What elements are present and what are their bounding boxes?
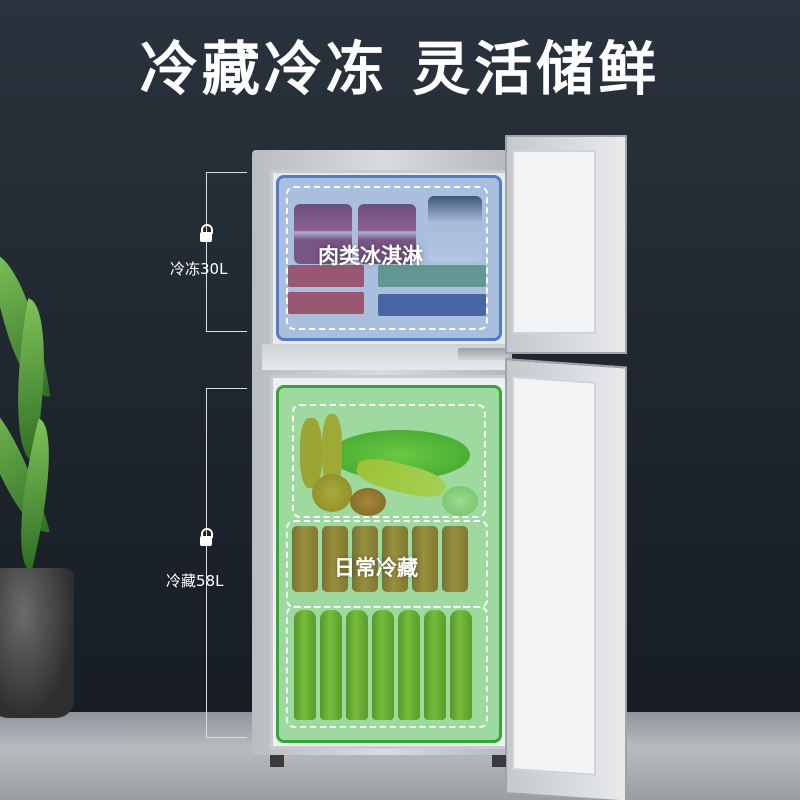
freezer-capacity-bracket	[206, 172, 247, 332]
frozen-box	[288, 292, 364, 314]
fridge-zone-highlight	[276, 385, 502, 743]
produce-zone-outline	[292, 404, 486, 518]
soda-can	[322, 526, 348, 592]
soda-can	[292, 526, 318, 592]
frozen-box	[378, 294, 486, 316]
lock-icon	[200, 528, 213, 546]
carrot	[322, 414, 342, 488]
freezer-capacity-label: 冷冻30L	[170, 260, 228, 278]
fridge-zone-label: 日常冷藏	[334, 556, 418, 580]
freezer-zone-outline	[286, 186, 488, 330]
beer-bottle	[398, 610, 420, 720]
plant-pot	[0, 568, 74, 718]
yogurt-tub	[428, 196, 482, 262]
soda-can	[382, 526, 408, 592]
lock-icon	[200, 224, 213, 242]
fridge-foot	[492, 755, 506, 767]
freezer-door-liner	[512, 150, 596, 334]
tomato	[350, 488, 386, 516]
door-handle	[458, 348, 508, 360]
pepper	[312, 474, 352, 512]
fridge-capacity-bracket	[206, 388, 247, 738]
bottles-zone-outline	[286, 606, 488, 728]
soda-can	[352, 526, 378, 592]
soda-can	[412, 526, 438, 592]
headline: 冷藏冷冻 灵活储鲜	[139, 35, 661, 103]
beer-bottle	[372, 610, 394, 720]
ice-cream-tub	[358, 204, 416, 264]
beer-bottle	[294, 610, 316, 720]
fridge-foot	[270, 755, 284, 767]
beer-bottle	[320, 610, 342, 720]
ice-cream-tub	[294, 204, 352, 264]
soda-can	[442, 526, 468, 592]
beer-bottle	[450, 610, 472, 720]
frozen-box	[378, 265, 486, 287]
carrot	[300, 418, 322, 488]
beer-bottle	[346, 610, 368, 720]
frozen-box	[288, 265, 364, 287]
cabbage	[442, 486, 478, 516]
fridge-capacity-label: 冷藏58L	[166, 572, 224, 590]
freezer-zone-highlight	[276, 175, 502, 341]
fridge-door-liner	[512, 376, 596, 776]
freezer-zone-label: 肉类冰淇淋	[318, 244, 423, 268]
beer-bottle	[424, 610, 446, 720]
